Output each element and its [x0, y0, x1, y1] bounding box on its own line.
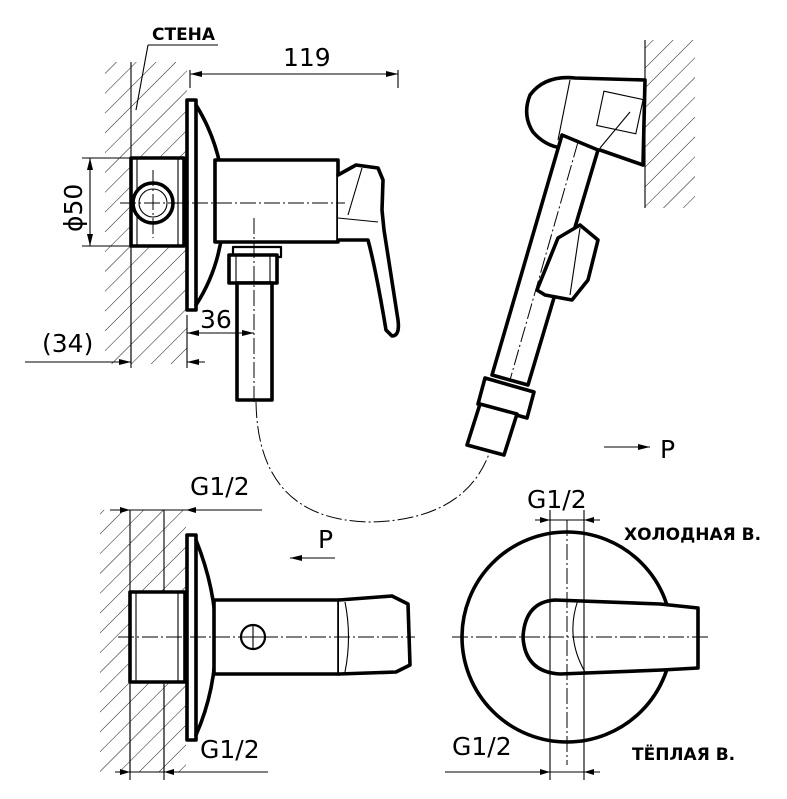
dim-outlet-offset-text: 36	[200, 305, 232, 334]
pressure-arrow-top: P	[604, 435, 675, 464]
dim-thread-top-front: G1/2	[527, 485, 600, 780]
dim-thread-top-side: G1/2	[110, 472, 262, 513]
dim-diameter-text: ϕ50	[59, 184, 88, 232]
shower-head-view: P	[465, 40, 695, 464]
wall-nut	[129, 156, 186, 248]
dim-diameter: ϕ50	[59, 157, 132, 247]
bottom-body	[212, 594, 412, 676]
dim-overall-length-text: 119	[283, 43, 331, 72]
shower-handle	[465, 133, 600, 457]
wall-label: СТЕНА	[135, 25, 218, 111]
cold-water-label: ХОЛОДНАЯ В.	[624, 525, 761, 545]
dim-thread-bottom-side-text: G1/2	[200, 735, 260, 764]
dim-wall-offset-text: (34)	[42, 329, 93, 358]
pressure-arrow-bottom: P	[290, 525, 335, 561]
warm-water-label: ТЁПЛАЯ В.	[632, 743, 735, 765]
dim-thread-bottom-front: G1/2	[445, 732, 600, 775]
hose-path	[255, 401, 493, 523]
dim-wall-offset: (34)	[25, 248, 205, 368]
wall-label-text: СТЕНА	[152, 25, 216, 45]
front-view-mixer: G1/2 G1/2 ХОЛОДНАЯ В. ТЁПЛАЯ В.	[445, 485, 761, 780]
top-view-mixer: G1/2 P	[100, 472, 415, 780]
dim-thread-top-side-text: G1/2	[190, 472, 250, 501]
pressure-label-bottom: P	[318, 525, 333, 554]
hose-outlet	[227, 245, 283, 402]
dim-thread-top-front-text: G1/2	[527, 485, 587, 514]
mixer-body	[213, 158, 401, 338]
shower-holder	[524, 75, 647, 167]
dim-thread-bottom-front-text: G1/2	[452, 732, 512, 761]
dim-overall-length: 119	[189, 43, 399, 88]
dim-thread-bottom-side: G1/2	[115, 685, 268, 780]
holder-wall-hatching	[644, 40, 695, 208]
side-view-mixer: СТЕНА	[25, 25, 401, 402]
pressure-label-top: P	[660, 435, 675, 464]
dim-outlet-offset: 36	[187, 305, 254, 336]
